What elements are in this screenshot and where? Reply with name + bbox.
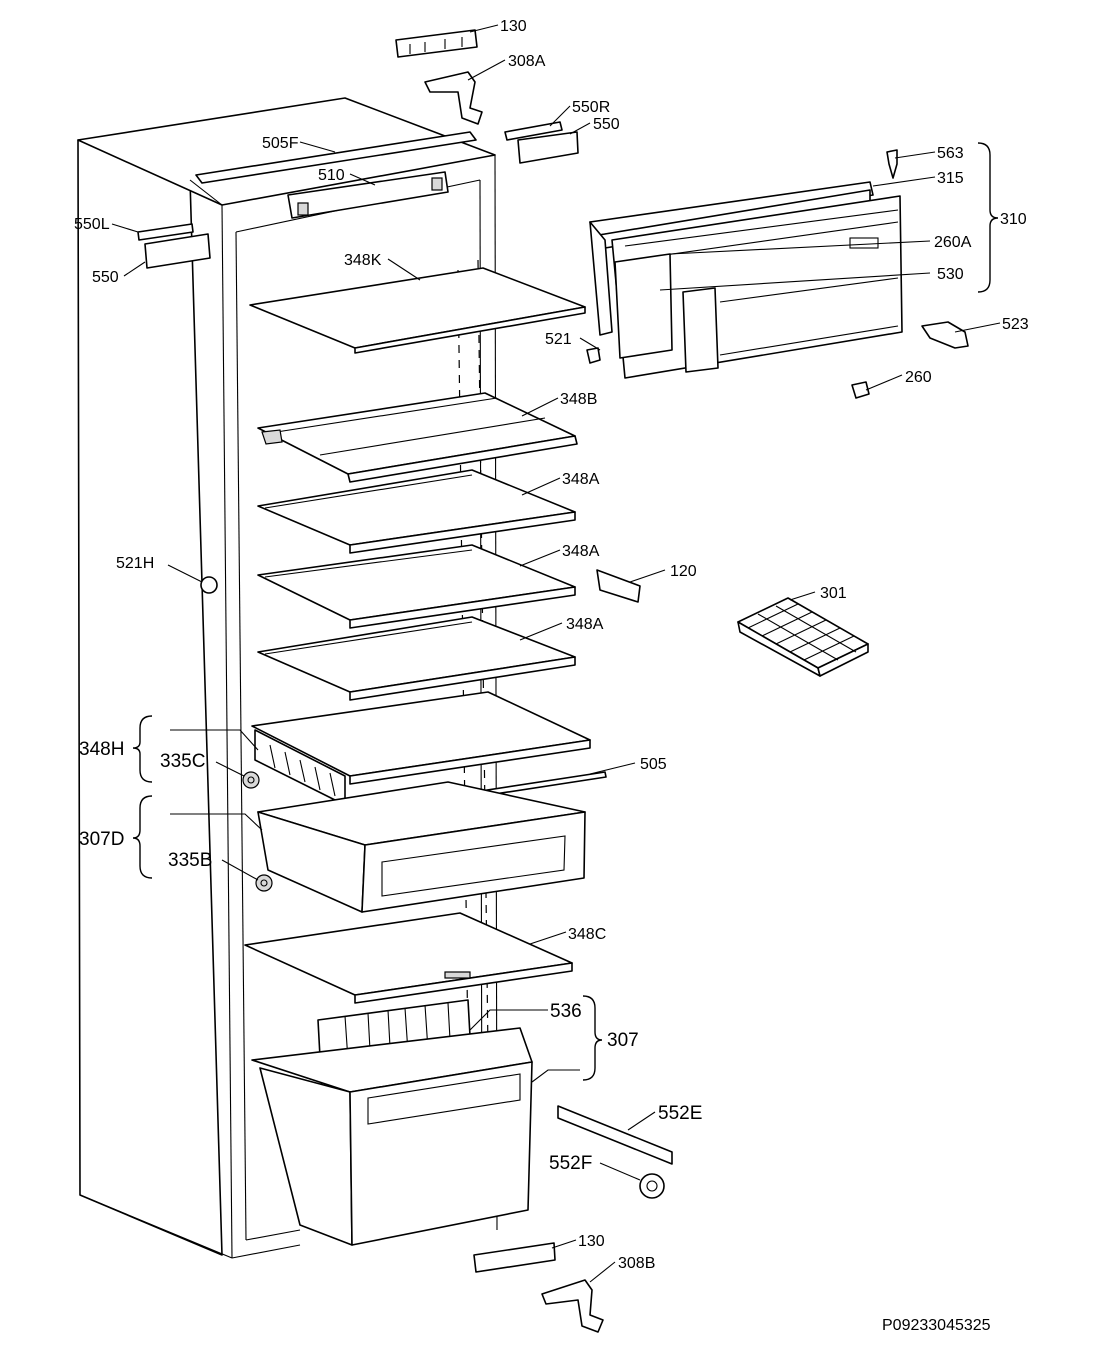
label-348K: 348K [344,252,382,269]
part-523 [921,321,969,349]
label-260: 260 [905,369,932,386]
label-130-bottom: 130 [578,1233,605,1250]
light-housing-510 [287,171,449,219]
label-550-right: 550 [593,116,620,133]
label-348A-1: 348A [562,471,600,488]
drawer-307D [257,781,586,913]
label-310: 310 [1000,211,1027,228]
shelf-348C [244,912,573,1004]
label-120: 120 [670,563,697,580]
label-348C: 348C [568,926,606,943]
label-530: 530 [937,266,964,283]
top-rail-505F [195,131,477,184]
label-552F: 552F [549,1153,592,1174]
label-307: 307 [607,1030,639,1051]
label-348H: 348H [79,739,124,760]
drawer-307 [251,1027,533,1246]
brace-307D [132,795,153,879]
brace-307 [582,995,603,1081]
hinge-308B [541,1279,604,1333]
label-552E: 552E [658,1103,702,1124]
label-536: 536 [550,1001,582,1022]
shelf-348A-1 [257,469,576,554]
label-315: 315 [937,170,964,187]
label-301: 301 [820,585,847,602]
hinge-cover-130-top [395,29,478,58]
shelf-348K [249,267,586,354]
label-550L: 550L [74,216,110,233]
shelf-348H [251,691,591,806]
hinge-cover-130-bottom [473,1242,556,1273]
label-505F: 505F [262,135,299,152]
cover-550R [504,121,579,164]
screw-335C [242,771,260,789]
label-260A: 260A [934,234,972,251]
label-521H: 521H [116,555,154,572]
part-563 [886,149,898,179]
shelf-348A-2 [257,544,576,629]
label-505: 505 [640,756,667,773]
label-348B: 348B [560,391,597,408]
leader-lines [111,24,1001,1283]
cover-550L [137,223,211,269]
label-523: 523 [1002,316,1029,333]
shelf-348A-3 [257,616,576,701]
label-335C: 335C [160,751,205,772]
label-308A: 308A [508,53,546,70]
label-307D: 307D [79,829,124,850]
knob-521H [200,576,218,594]
shelf-348B [257,392,578,483]
label-335B: 335B [168,850,212,871]
part-120 [596,569,641,603]
ice-tray-301 [737,597,869,677]
label-521: 521 [545,331,572,348]
rail-552E [557,1105,673,1165]
door-assembly-310 [589,181,903,379]
label-550-left: 550 [92,269,119,286]
brace-348H [132,715,153,783]
part-521 [586,347,601,364]
document-code: P09233045325 [882,1317,991,1334]
label-550R: 550R [572,99,610,116]
label-130-top: 130 [500,18,527,35]
hinge-308A [424,71,483,125]
label-510: 510 [318,167,345,184]
label-308B: 308B [618,1255,655,1272]
screw-335B [255,874,273,892]
label-348A-3: 348A [566,616,604,633]
part-260 [851,381,870,399]
label-348A-2: 348A [562,543,600,560]
label-563: 563 [937,145,964,162]
foot-552F [639,1173,665,1199]
brace-310 [977,142,999,293]
